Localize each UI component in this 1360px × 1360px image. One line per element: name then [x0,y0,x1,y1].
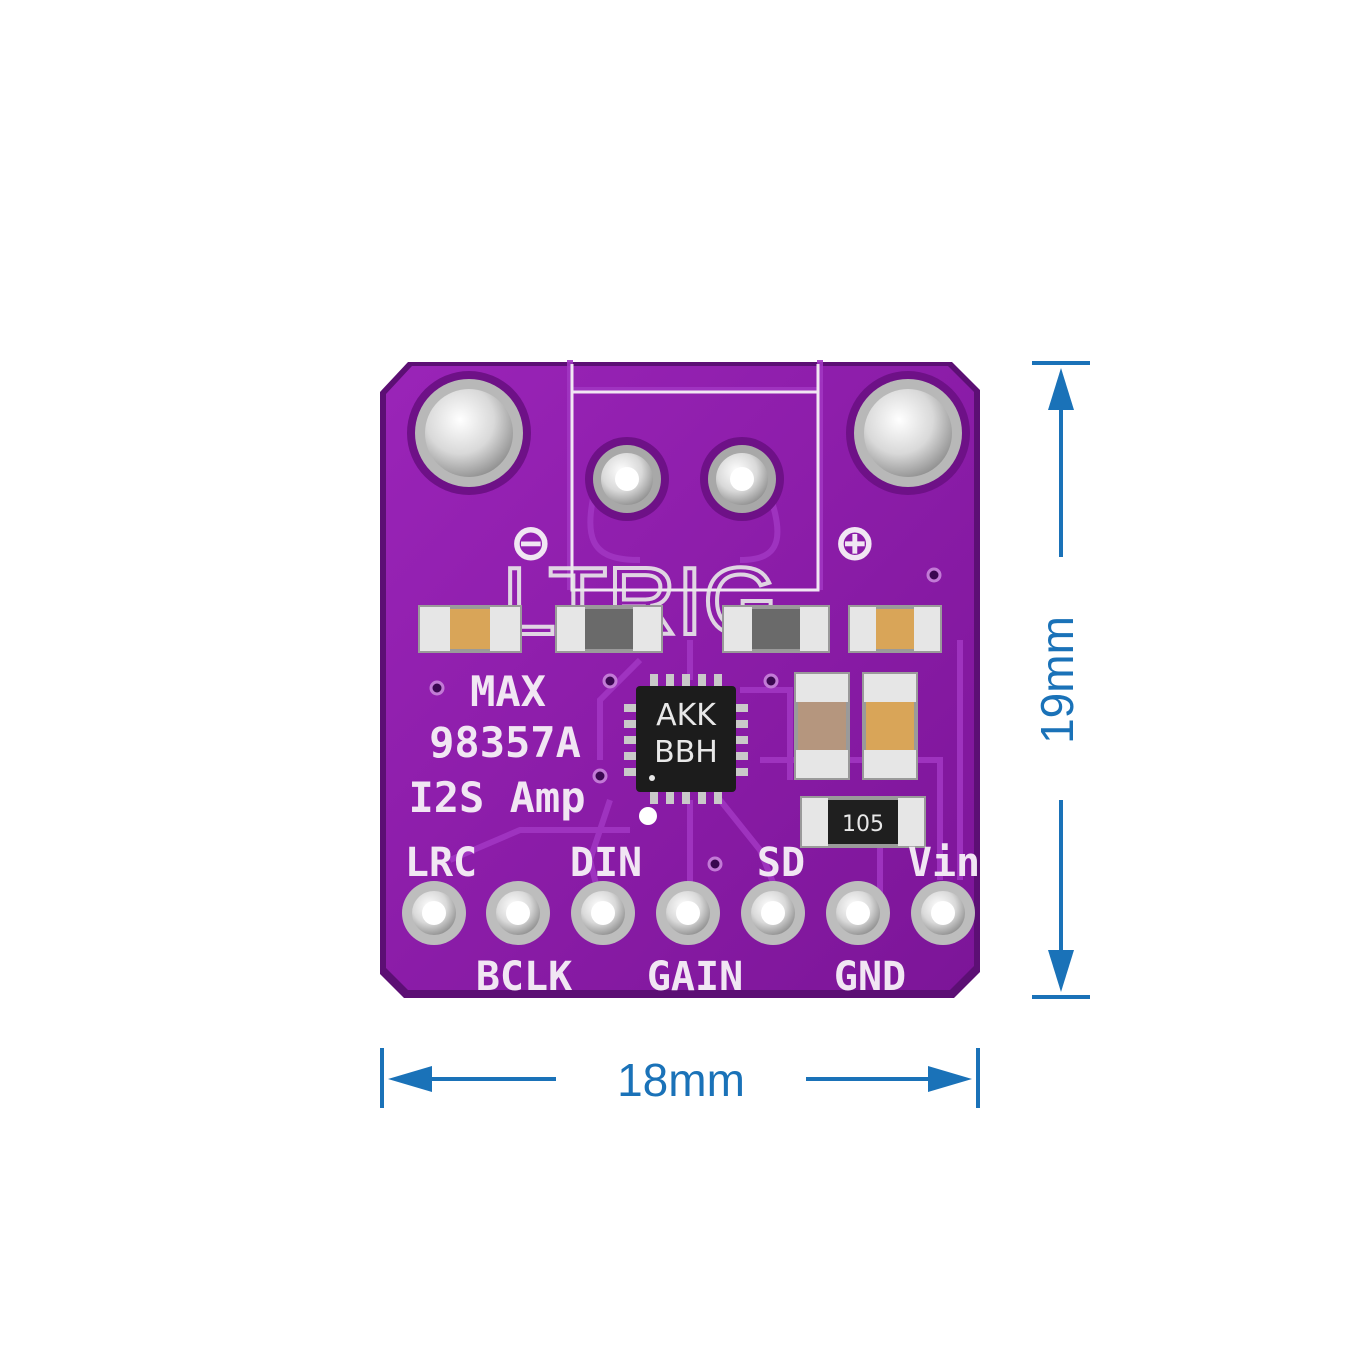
pin-label-bclk: BCLK [476,954,572,1000]
pin-pad-4 [656,881,720,945]
terminal-negative-label: ⊖ [514,508,549,576]
board-label-line3: I2S Amp [408,773,585,822]
mounting-hole-right [846,371,970,495]
pin-pad-6 [826,881,890,945]
width-dimension-label: 18mm [617,1054,745,1106]
inductor-2 [722,605,830,653]
vias [429,567,942,872]
height-dimension [1032,361,1090,999]
capacitor-2 [848,605,942,653]
pin-pad-2 [486,881,550,945]
pin-pad-7 [911,881,975,945]
board-label-line2: 98357A [429,718,581,767]
amplifier-chip: AKK BBH [624,674,748,804]
capacitor-4 [862,672,918,780]
chip-marking-line2: BBH [654,735,718,770]
pin-pad-5 [741,881,805,945]
chip-marking-line1: AKK [656,698,717,733]
inductor-1 [555,605,663,653]
pin-pad-1 [402,881,466,945]
pin-label-gnd: GND [834,954,906,1000]
header-pins [402,881,975,945]
width-dimension [380,1048,980,1108]
speaker-pad-negative [585,437,669,521]
height-dimension-label: 19mm [1031,616,1083,744]
pin-label-din: DIN [570,840,642,886]
capacitor-1 [418,605,522,653]
speaker-pad-positive [700,437,784,521]
pin-label-gain: GAIN [647,954,743,1000]
board-label-line1: MAX [470,667,546,716]
resistor: 105 [800,796,926,848]
pin1-dot [639,807,657,825]
pin-pad-3 [571,881,635,945]
pin-label-lrc: LRC [405,840,477,886]
resistor-marking: 105 [842,812,884,837]
capacitor-3 [794,672,850,780]
mounting-hole-left [407,371,531,495]
pin-label-sd: SD [757,840,805,886]
terminal-positive-label: ⊕ [838,508,873,576]
pin-label-vin: Vin [908,840,980,886]
